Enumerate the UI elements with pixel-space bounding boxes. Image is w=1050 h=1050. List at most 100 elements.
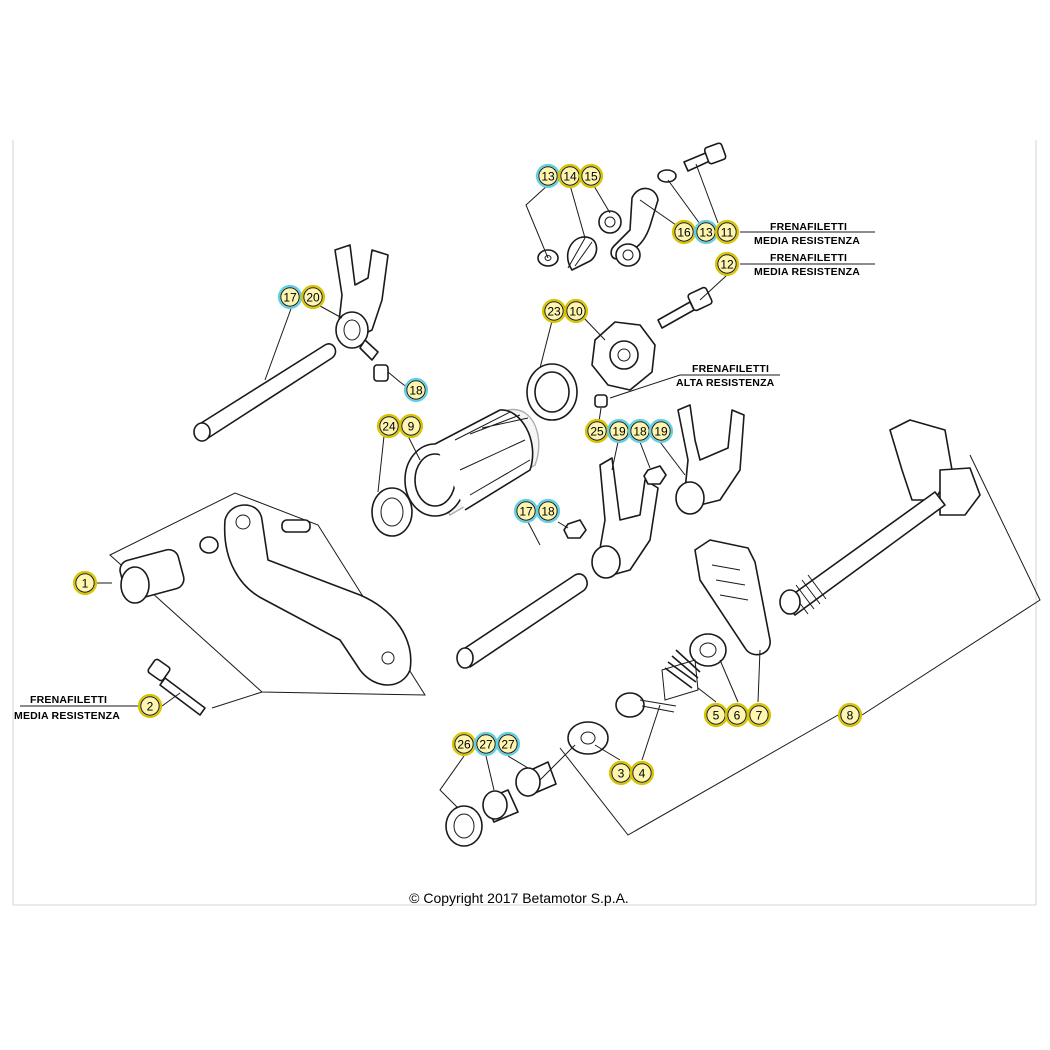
callout-label: 1 [82, 577, 89, 591]
callout-circle [746, 702, 772, 728]
note-threadlocker-4: FRENAFILETTI MEDIA RESISTENZA [14, 694, 120, 722]
callout-label: 7 [756, 709, 763, 723]
callout-label: 14 [563, 170, 577, 184]
callout-inner-ring [303, 287, 323, 307]
callout-label: 16 [677, 226, 691, 240]
callout-17: 17 [513, 498, 539, 524]
callout-label: 19 [612, 425, 626, 439]
callout-label: 25 [590, 425, 604, 439]
note-4-line1: FRENAFILETTI [30, 694, 107, 706]
bolt-12 [657, 286, 713, 329]
callout-inner-ring [840, 705, 860, 725]
callout-circle [837, 702, 863, 728]
callout-label: 18 [633, 425, 647, 439]
callout-circle [403, 377, 429, 403]
callout-circle [563, 298, 589, 324]
note-1-line2: MEDIA RESISTENZA [754, 235, 860, 247]
callout-16: 16 [671, 219, 697, 245]
callout-inner-ring [379, 416, 399, 436]
callout-inner-ring [587, 421, 607, 441]
callout-18: 18 [403, 377, 429, 403]
callout-label: 27 [479, 738, 493, 752]
callout-17: 17 [277, 284, 303, 310]
callout-26: 26 [451, 731, 477, 757]
callout-19: 19 [606, 418, 632, 444]
callout-inner-ring [544, 301, 564, 321]
callout-inner-ring [498, 734, 518, 754]
callout-inner-ring [566, 301, 586, 321]
callout-circle [578, 163, 604, 189]
callout-inner-ring [476, 734, 496, 754]
shift-forks-right [456, 404, 745, 669]
callout-8: 8 [837, 702, 863, 728]
callout-label: 9 [408, 420, 415, 434]
callout-circle [495, 731, 521, 757]
callout-inner-ring [632, 763, 652, 783]
callout-5: 5 [703, 702, 729, 728]
callout-inner-ring [140, 696, 160, 716]
shift-fork-left [193, 244, 389, 442]
bolt-2 [147, 658, 206, 716]
callout-20: 20 [300, 284, 326, 310]
callout-label: 19 [654, 425, 668, 439]
callout-label: 13 [699, 226, 713, 240]
callout-label: 15 [584, 170, 598, 184]
diagram-frame [12, 140, 1037, 906]
callout-label: 3 [618, 767, 625, 781]
callout-label: 13 [541, 170, 555, 184]
note-3-line1: FRENAFILETTI [692, 363, 769, 375]
callout-circle [398, 413, 424, 439]
callout-label: 10 [569, 305, 583, 319]
callout-11: 11 [714, 219, 740, 245]
callout-circle [629, 760, 655, 786]
copyright-text: © Copyright 2017 Betamotor S.p.A. [409, 890, 629, 906]
note-2-line1: FRENAFILETTI [770, 252, 847, 264]
callout-inner-ring [280, 287, 300, 307]
callout-inner-ring [538, 166, 558, 186]
callout-9: 9 [398, 413, 424, 439]
callout-label: 17 [283, 291, 297, 305]
drum-bearing-and-cam [526, 321, 656, 421]
callout-label: 11 [721, 226, 734, 240]
callout-7: 7 [746, 702, 772, 728]
leader-lines [20, 163, 1041, 836]
callout-18: 18 [627, 418, 653, 444]
callout-inner-ring [674, 222, 694, 242]
callout-19: 19 [648, 418, 674, 444]
callout-12: 12 [714, 251, 740, 277]
selector-arm-group [537, 142, 727, 271]
washer-and-spring-3-4 [567, 692, 677, 755]
callout-18: 18 [535, 498, 561, 524]
callout-label: 27 [501, 738, 515, 752]
callout-inner-ring [749, 705, 769, 725]
callout-label: 2 [147, 700, 154, 714]
callout-inner-ring [538, 501, 558, 521]
callout-label: 17 [519, 505, 533, 519]
callout-circle [714, 219, 740, 245]
note-threadlocker-2: FRENAFILETTI MEDIA RESISTENZA [754, 252, 860, 278]
callout-24: 24 [376, 413, 402, 439]
note-threadlocker-1: FRENAFILETTI MEDIA RESISTENZA [754, 221, 860, 247]
callout-label: 26 [457, 738, 471, 752]
callout-inner-ring [401, 416, 421, 436]
callout-label: 20 [306, 291, 320, 305]
callout-2: 2 [137, 693, 163, 719]
callout-label: 6 [734, 709, 741, 723]
callout-inner-ring [75, 573, 95, 593]
callout-27: 27 [473, 731, 499, 757]
bushings [445, 761, 557, 847]
note-3-line2: ALTA RESISTENZA [676, 377, 775, 389]
callout-14: 14 [557, 163, 583, 189]
callout-circle [72, 570, 98, 596]
callout-15: 15 [578, 163, 604, 189]
callout-inner-ring [651, 421, 671, 441]
callout-circle [714, 251, 740, 277]
note-2-line2: MEDIA RESISTENZA [754, 266, 860, 278]
callout-label: 12 [720, 258, 734, 272]
callout-label: 4 [639, 767, 646, 781]
callout-label: 18 [409, 384, 423, 398]
shift-drum [371, 408, 540, 537]
callout-3: 3 [608, 760, 634, 786]
